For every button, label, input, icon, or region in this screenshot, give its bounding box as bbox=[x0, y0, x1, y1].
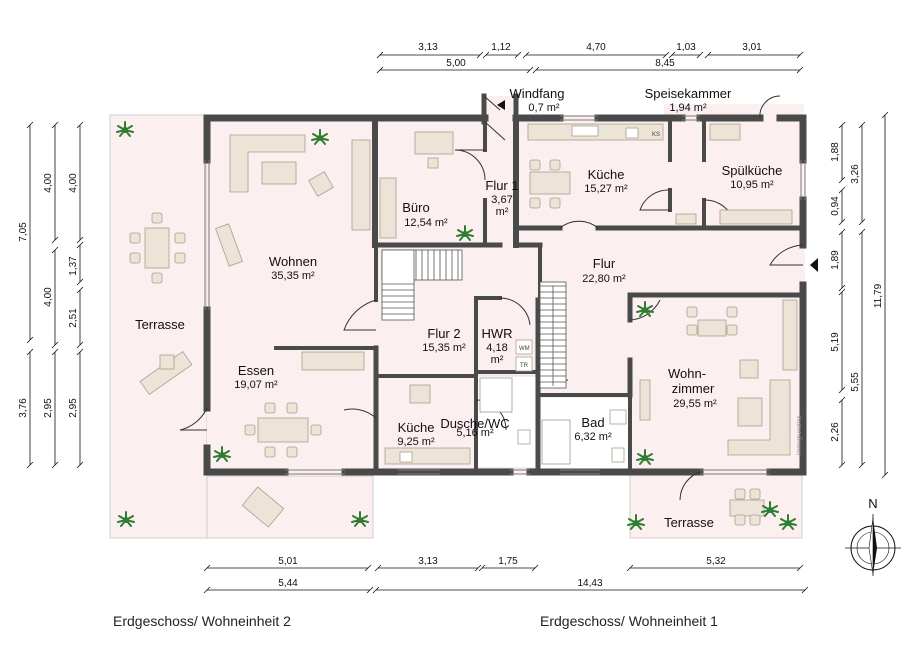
dim-bottom-6: 14,43 bbox=[577, 578, 602, 589]
dimension-lines bbox=[29, 54, 886, 591]
furniture bbox=[129, 123, 798, 528]
room-name-wohnen: Wohnen bbox=[269, 254, 317, 269]
washer-label: WM bbox=[519, 346, 530, 352]
dim-left-4: 4,00 bbox=[43, 287, 54, 307]
dim-left-9: 2,95 bbox=[68, 398, 79, 418]
dim-bottom-4: 5,32 bbox=[706, 556, 726, 567]
room-name-essen: Essen bbox=[238, 363, 274, 378]
room-name-flur2: Flur 2 bbox=[427, 326, 460, 341]
room-name-hwr: HWR bbox=[481, 326, 512, 341]
room-name-terrasse-west: Terrasse bbox=[135, 317, 185, 332]
room-name-kueche1: Küche bbox=[588, 167, 625, 182]
room-area-wohnzimmer: 29,55 m² bbox=[673, 398, 717, 410]
room-area-bad: 6,32 m² bbox=[574, 431, 612, 443]
dim-right-8: 11,79 bbox=[873, 283, 884, 308]
room-name-terrasse-ost: Terrasse bbox=[664, 515, 714, 530]
compass-rose-icon bbox=[845, 514, 901, 576]
entrance-arrow-icon bbox=[497, 100, 505, 110]
room-labels: Windfang 0,7 m² Speisekammer 1,94 m² Woh… bbox=[135, 86, 782, 530]
dim-bottom-5: 5,44 bbox=[278, 578, 298, 589]
dimension-labels: 3,13 1,12 4,70 1,03 3,01 5,00 8,45 7,05 … bbox=[18, 42, 884, 589]
room-area-kueche2: 9,25 m² bbox=[397, 436, 435, 448]
dim-bottom-1: 5,01 bbox=[278, 556, 298, 567]
watermark-text: immogrundriss bbox=[797, 416, 803, 455]
room-name-bad: Bad bbox=[581, 415, 604, 430]
dim-top-4: 1,03 bbox=[676, 42, 696, 53]
dim-left-2: 3,76 bbox=[18, 398, 29, 418]
room-area-flur1-unit: m² bbox=[496, 206, 509, 218]
dim-bottom-2: 3,13 bbox=[418, 556, 438, 567]
room-name-flur1: Flur 1 bbox=[485, 178, 518, 193]
compass-north-label: N bbox=[868, 496, 877, 511]
dim-left-6: 4,00 bbox=[68, 173, 79, 193]
dim-right-2: 0,94 bbox=[830, 196, 841, 216]
room-area-flur: 22,80 m² bbox=[582, 273, 626, 285]
room-area-hwr: 4,18 bbox=[486, 342, 507, 354]
windows bbox=[204, 115, 806, 475]
room-area-flur2: 15,35 m² bbox=[422, 342, 466, 354]
room-name-windfang: Windfang bbox=[510, 86, 565, 101]
dim-right-3: 1,89 bbox=[830, 250, 841, 270]
room-name-spuelkueche: Spülküche bbox=[722, 163, 783, 178]
room-area-buero: 12,54 m² bbox=[404, 217, 448, 229]
fridge-label: KS bbox=[652, 132, 660, 138]
entrance-arrow-icon bbox=[810, 258, 818, 272]
room-area-spuelkueche: 10,95 m² bbox=[730, 179, 774, 191]
caption-wohneinheit-2: Erdgeschoss/ Wohneinheit 2 bbox=[113, 613, 291, 629]
room-area-hwr-unit: m² bbox=[491, 354, 504, 366]
room-area-windfang: 0,7 m² bbox=[528, 102, 560, 114]
room-area-speisekammer: 1,94 m² bbox=[669, 102, 707, 114]
dim-left-5: 2,95 bbox=[43, 398, 54, 418]
dim-left-7: 1,37 bbox=[68, 256, 79, 276]
dim-top-2: 1,12 bbox=[491, 42, 511, 53]
walls bbox=[203, 93, 807, 476]
dim-top-6: 5,00 bbox=[446, 58, 466, 69]
dim-bottom-3: 1,75 bbox=[498, 556, 518, 567]
dim-top-1: 3,13 bbox=[418, 42, 438, 53]
dryer-label: TR bbox=[520, 363, 529, 369]
dim-right-5: 2,26 bbox=[830, 422, 841, 442]
room-name-wohnzimmer-1: Wohn- bbox=[668, 366, 706, 381]
room-name-buero: Büro bbox=[402, 200, 429, 215]
room-name-dusche: Dusche/WC bbox=[440, 416, 509, 431]
room-name-speisekammer: Speisekammer bbox=[645, 86, 732, 101]
room-area-essen: 19,07 m² bbox=[234, 379, 278, 391]
room-area-wohnen: 35,35 m² bbox=[271, 270, 315, 282]
room-name-kueche2: Küche bbox=[398, 420, 435, 435]
dim-right-7: 5,55 bbox=[850, 372, 861, 392]
dim-top-3: 4,70 bbox=[586, 42, 606, 53]
room-area-kueche1: 15,27 m² bbox=[584, 183, 628, 195]
dim-left-8: 2,51 bbox=[68, 308, 79, 328]
room-name-wohnzimmer-2: zimmer bbox=[672, 381, 715, 396]
dim-right-1: 1,88 bbox=[830, 142, 841, 162]
dim-right-4: 5,19 bbox=[830, 332, 841, 352]
room-name-flur: Flur bbox=[593, 256, 616, 271]
dim-left-3: 4,00 bbox=[43, 173, 54, 193]
room-area-flur1: 3,67 bbox=[491, 194, 512, 206]
dim-top-5: 3,01 bbox=[742, 42, 762, 53]
room-area-dusche: 5,16 m² bbox=[456, 427, 494, 439]
caption-wohneinheit-1: Erdgeschoss/ Wohneinheit 1 bbox=[540, 613, 718, 629]
dim-top-7: 8,45 bbox=[655, 58, 675, 69]
dim-left-1: 7,05 bbox=[18, 222, 29, 242]
dim-right-6: 3,26 bbox=[850, 164, 861, 184]
